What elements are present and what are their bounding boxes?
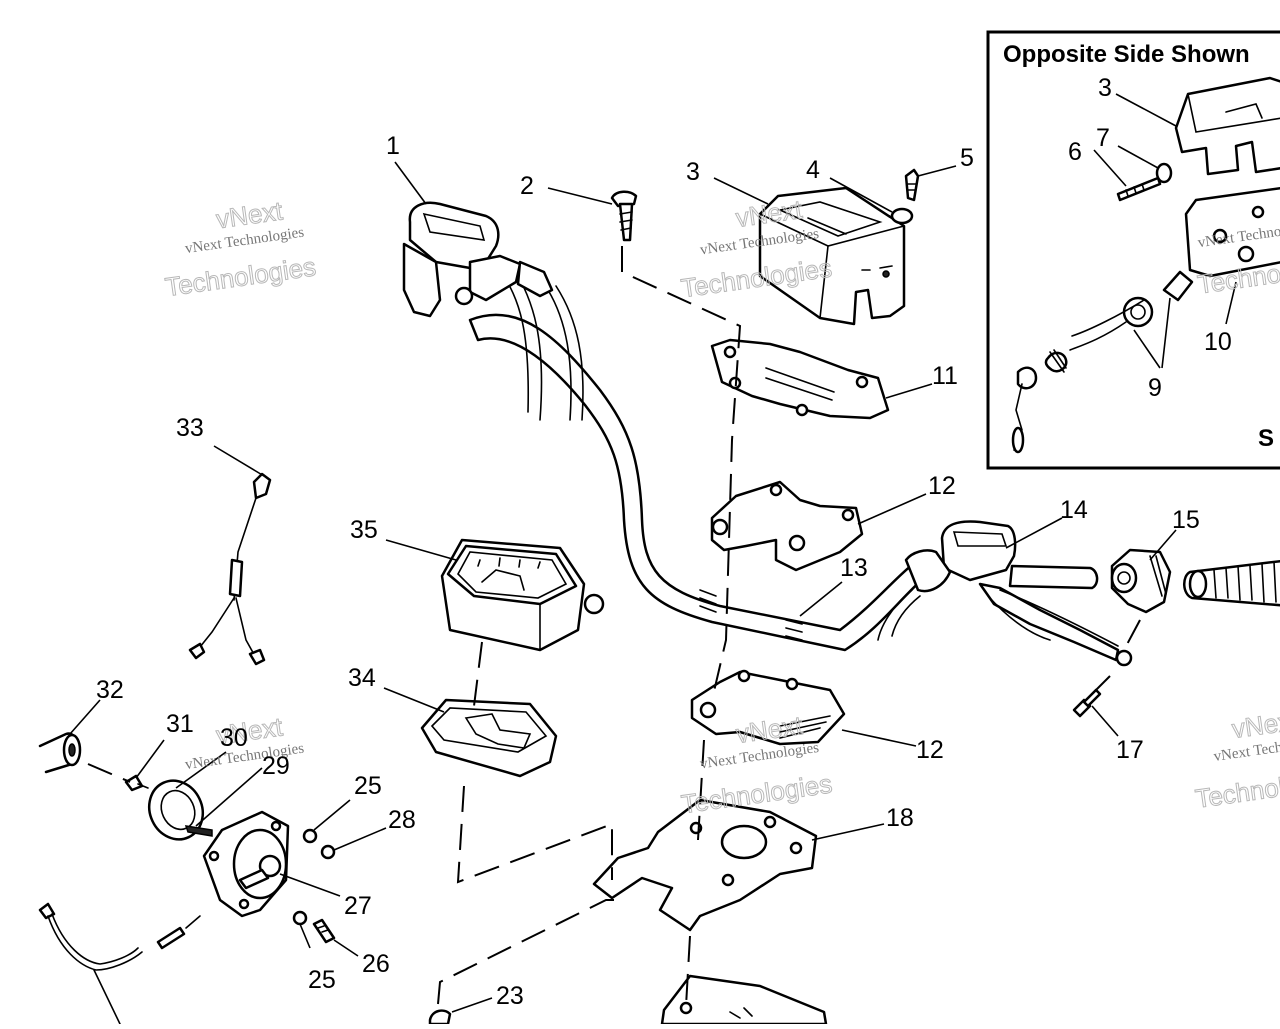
callout-inset-10: 10 [1204, 328, 1232, 356]
screw-23 [428, 1009, 452, 1026]
cables [499, 265, 921, 641]
callout-12-upper: 12 [928, 472, 956, 500]
inset-title: Opposite Side Shown [1003, 41, 1250, 68]
inset-corner-label: S [1258, 425, 1274, 452]
callout-inset-7: 7 [1096, 124, 1110, 152]
mounting-plate-11 [710, 338, 890, 420]
callouts: 1 2 3 4 5 11 12 13 14 15 12 17 18 33 35 … [96, 132, 1200, 1010]
callout-4: 4 [806, 156, 820, 184]
cable-33 [188, 472, 272, 666]
master-cylinder-14 [904, 520, 1133, 667]
callout-30: 30 [220, 724, 248, 752]
inset-panel: Opposite Side Shown S [986, 30, 1280, 470]
lower-clamp-12 [690, 669, 846, 746]
callout-31: 31 [166, 710, 194, 738]
throttle-housing [402, 201, 554, 318]
callout-15: 15 [1172, 506, 1200, 534]
inset-kill-switch [1011, 270, 1194, 454]
inset-washer [1155, 162, 1173, 184]
screw-26 [312, 918, 336, 944]
callout-23: 23 [496, 982, 524, 1010]
callout-3: 3 [686, 158, 700, 186]
nut-25-upper [302, 828, 318, 844]
callout-29: 29 [262, 752, 290, 780]
nut-25-lower [292, 910, 308, 926]
screw-31 [124, 774, 149, 792]
callout-14: 14 [1060, 496, 1088, 524]
speedometer-35 [440, 538, 605, 652]
bolt-29 [184, 825, 213, 837]
assembly-lines [87, 246, 1141, 1007]
bushing-32 [38, 732, 82, 774]
callout-12-lower: 12 [916, 736, 944, 764]
callout-28: 28 [388, 806, 416, 834]
bracket-18 [592, 798, 818, 932]
callout-35: 35 [350, 516, 378, 544]
callout-inset-6: 6 [1068, 138, 1082, 166]
callout-11: 11 [932, 362, 958, 390]
callout-18: 18 [886, 804, 914, 832]
washer-4 [890, 207, 914, 225]
ring-30 [147, 779, 205, 841]
leader-lines [69, 161, 1177, 1013]
screw-17 [1072, 688, 1102, 718]
kill-switch-15 [1110, 548, 1172, 614]
callout-27: 27 [344, 892, 372, 920]
watermark-text: vNext [1230, 705, 1280, 744]
housing-plate-27 [202, 810, 290, 918]
callout-1: 1 [386, 132, 400, 160]
callout-26: 26 [362, 950, 390, 978]
callout-inset-3: 3 [1098, 74, 1112, 102]
hand-grip [1183, 559, 1280, 607]
callout-25-lower: 25 [308, 966, 336, 994]
inset-switch-housing [1174, 76, 1280, 278]
screw-5 [904, 168, 920, 202]
callout-13: 13 [840, 554, 868, 582]
nut-28 [320, 844, 336, 860]
inset-screw [1116, 176, 1162, 202]
inset-leaders [1093, 93, 1237, 369]
switch-housing [758, 186, 906, 326]
callout-34: 34 [348, 664, 376, 692]
speedometer-holder-34 [420, 698, 558, 778]
callout-25-upper: 25 [354, 772, 382, 800]
upper-clamp-12 [710, 480, 864, 572]
callout-inset-9: 9 [1148, 374, 1162, 402]
callout-5: 5 [960, 144, 974, 172]
watermark-text: Technologies [163, 251, 317, 302]
callout-2: 2 [520, 172, 534, 200]
watermark-text: Technologies [1193, 763, 1280, 814]
screw-2 [610, 190, 638, 242]
callout-33: 33 [176, 414, 204, 442]
cable-connector [38, 902, 201, 1025]
callout-17: 17 [1116, 736, 1144, 764]
callout-32: 32 [96, 676, 124, 704]
